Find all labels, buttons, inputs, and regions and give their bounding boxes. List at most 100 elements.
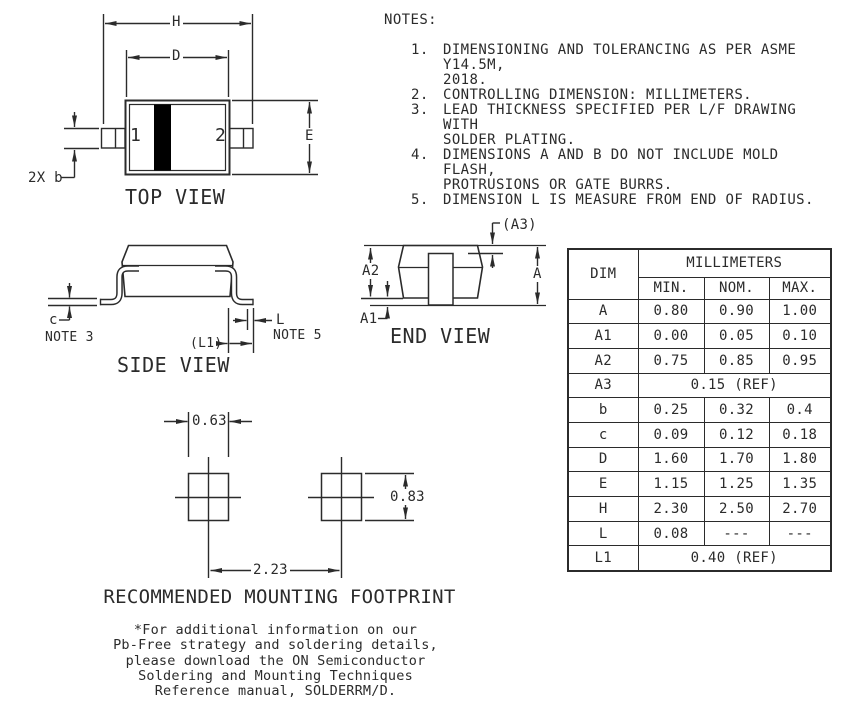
cell-dim: A1 [567, 323, 639, 349]
cell-nom: 1.70 [703, 446, 770, 473]
package-body-inner-outline [128, 103, 227, 172]
end-view-title: END VIEW [390, 324, 491, 348]
cell-nom: 1.25 [703, 471, 770, 497]
cell-nom: 0.85 [703, 347, 770, 374]
cell-max: 0.18 [768, 421, 832, 448]
table-row: b 0.25 0.32 0.4 [567, 397, 832, 423]
cell-max: 1.35 [768, 471, 832, 497]
cell-dim: b [567, 397, 639, 423]
pad-height-value: 0.83 [388, 489, 427, 505]
cell-nom: 0.12 [703, 421, 770, 448]
pin-1-label: 1 [130, 125, 142, 146]
dim-label-l1: (L1) [190, 336, 223, 351]
cell-min: 2.30 [637, 496, 705, 522]
note-text: DIMENSION L IS MEASURE FROM END OF RADIU… [443, 192, 814, 208]
cell-nom: --- [703, 520, 770, 547]
pad-width-dimension [164, 412, 252, 457]
cell-nom: 0.05 [703, 323, 770, 349]
cell-dim: A2 [567, 347, 639, 374]
dim-label-h: H [170, 14, 183, 30]
table-row: L1 0.40 (REF) [567, 545, 832, 572]
cell-min: 0.09 [637, 421, 705, 448]
top-view-title: TOP VIEW [125, 185, 226, 209]
b-dimension [61, 112, 99, 179]
notes-heading: NOTES: [384, 12, 437, 28]
pb-free-footnote: *For additional information on our Pb-Fr… [113, 622, 438, 700]
footprint-drawing [164, 412, 414, 578]
cathode-band [154, 104, 171, 171]
table-row: A1 0.00 0.05 0.10 [567, 323, 832, 349]
pin-2-label: 2 [215, 125, 227, 146]
note-3-ref: NOTE 3 [45, 330, 94, 345]
table-row: A2 0.75 0.85 0.95 [567, 347, 832, 374]
end-view-drawing [361, 222, 546, 320]
dim-label-c: c [49, 312, 58, 328]
cell-max: 2.70 [768, 496, 832, 522]
a3-dimension [468, 222, 503, 268]
note-number: 2. [411, 87, 429, 103]
cell-min: 1.15 [637, 471, 705, 497]
table-header-dim: DIM [567, 248, 639, 300]
cell-dim: E [567, 471, 639, 497]
cell-dim: L1 [567, 545, 639, 572]
side-body-outline [121, 244, 234, 298]
dim-label-a1: A1 [360, 311, 378, 327]
cell-dim: D [567, 446, 639, 473]
pitch-value: 2.23 [251, 562, 290, 578]
dim-label-d: D [170, 48, 183, 64]
l-dimension [216, 308, 272, 353]
lead-1 [100, 127, 126, 149]
side-view-title: SIDE VIEW [117, 353, 230, 377]
table-header-min: MIN. [637, 276, 705, 300]
note-number: 4. [411, 147, 429, 163]
note-number: 5. [411, 192, 429, 208]
cell-min: 0.75 [637, 347, 705, 374]
cell-min: 1.60 [637, 446, 705, 473]
dimension-table: DIM MILLIMETERS MIN. NOM. MAX. A 0.80 0.… [567, 248, 832, 572]
note-text: DIMENSIONING AND TOLERANCING AS PER ASME… [443, 42, 797, 88]
cell-dim: A3 [567, 372, 639, 399]
table-header-max: MAX. [768, 276, 832, 300]
cell-span-value: 0.15 (REF) [637, 372, 832, 399]
top-view-drawing [61, 14, 318, 179]
table-row: H 2.30 2.50 2.70 [567, 496, 832, 522]
table-row: A 0.80 0.90 1.00 [567, 298, 832, 325]
cell-max: 1.80 [768, 446, 832, 473]
note-item-3: 3. LEAD THICKNESS SPECIFIED PER L/F DRAW… [411, 103, 839, 148]
cell-nom: 2.50 [703, 496, 770, 522]
dim-label-a2: A2 [360, 263, 382, 279]
cell-min: 0.08 [637, 520, 705, 547]
table-row: A3 0.15 (REF) [567, 372, 832, 399]
end-lead [427, 252, 454, 306]
note-number: 3. [411, 102, 429, 118]
cell-dim: H [567, 496, 639, 522]
note-text: CONTROLLING DIMENSION: MILLIMETERS. [443, 87, 753, 103]
cell-min: 0.80 [637, 298, 705, 325]
cell-min: 0.25 [637, 397, 705, 423]
cell-dim: L [567, 520, 639, 547]
c-dimension [48, 283, 97, 321]
cell-max: --- [768, 520, 832, 547]
table-header-unit: MILLIMETERS [637, 248, 832, 278]
cell-nom: 0.90 [703, 298, 770, 325]
dim-label-l: L [276, 312, 285, 328]
footprint-title: RECOMMENDED MOUNTING FOOTPRINT [103, 586, 456, 608]
dim-label-a3: (A3) [502, 217, 537, 233]
note-5-ref: NOTE 5 [273, 328, 322, 343]
note-number: 1. [411, 42, 429, 58]
dim-label-2x-b: 2X b [28, 170, 63, 186]
pad-width-value: 0.63 [192, 413, 227, 429]
side-view-drawing [48, 244, 272, 353]
cell-span-value: 0.40 (REF) [637, 545, 832, 572]
cell-dim: A [567, 298, 639, 325]
note-text: LEAD THICKNESS SPECIFIED PER L/F DRAWING… [443, 102, 797, 148]
note-text: DIMENSIONS A AND B DO NOT INCLUDE MOLD F… [443, 147, 779, 193]
table-row: L 0.08 --- --- [567, 520, 832, 547]
notes-section: NOTES: 1. DIMENSIONING AND TOLERANCING A… [384, 13, 839, 208]
table-header-nom: NOM. [703, 276, 770, 300]
cell-min: 0.00 [637, 323, 705, 349]
dim-label-e: E [303, 128, 316, 144]
table-row: c 0.09 0.12 0.18 [567, 421, 832, 448]
